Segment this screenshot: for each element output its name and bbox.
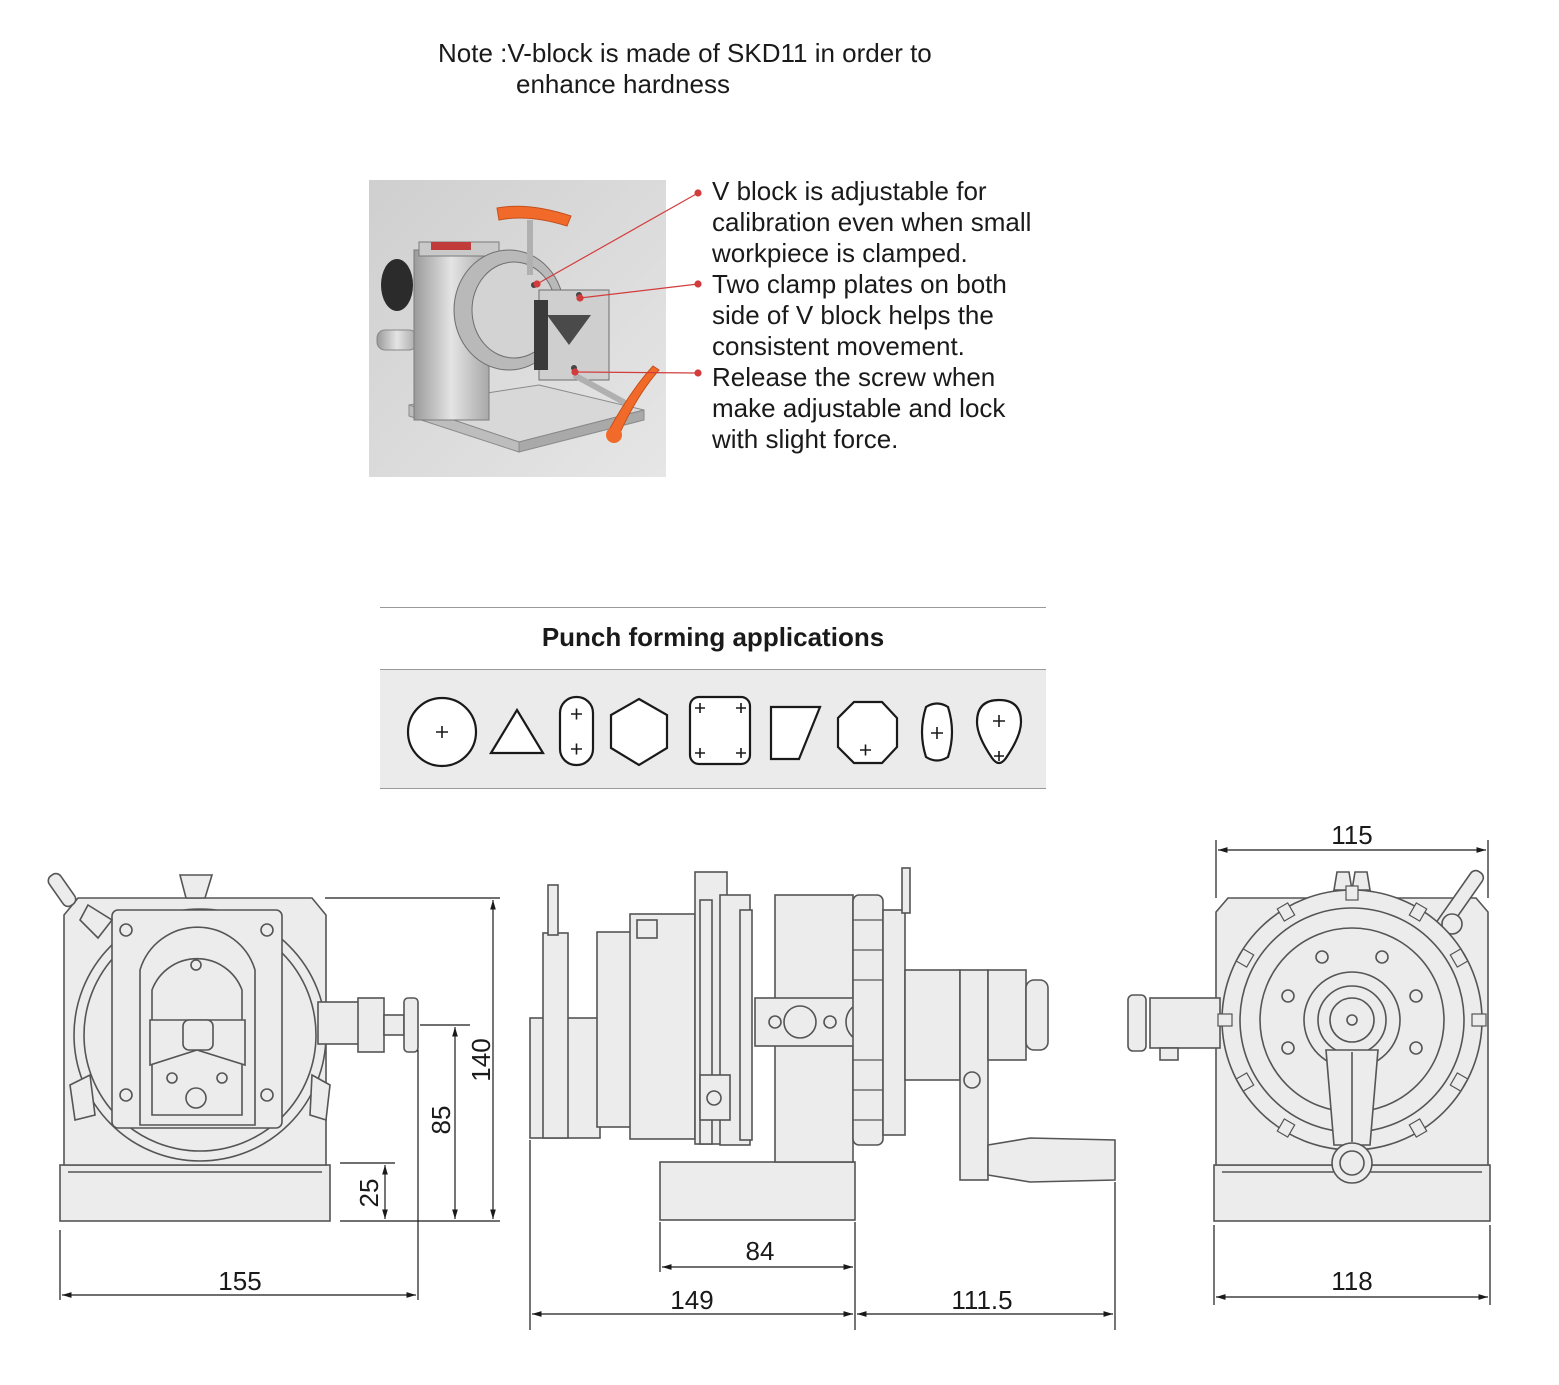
shape-triangle-icon: [489, 707, 545, 755]
dim-front-height-base: 25: [354, 1179, 384, 1208]
shape-round-icon: [406, 696, 478, 768]
shape-octagon-icon: [836, 700, 899, 765]
rear-gear-teeth: [1217, 885, 1487, 1155]
shape-rounded-square-icon: [688, 695, 752, 766]
dim-front-width: 155: [218, 1266, 261, 1296]
dim-front-height-total: 140: [466, 1038, 496, 1081]
rear-view: [1127, 869, 1491, 1222]
feature-item: Release the screw when make adjustable a…: [712, 362, 1006, 454]
dim-front-height-center: 85: [426, 1106, 456, 1135]
material-note-line-1: Note :V-block is made of SKD11 in order …: [438, 38, 932, 68]
front-view: [47, 872, 419, 1222]
punch-shapes: [406, 695, 1023, 768]
section-top-rule: [380, 607, 1046, 608]
feature-list: V block is adjustable for calibration ev…: [712, 176, 1031, 455]
punch-shapes-panel: [380, 670, 1046, 789]
section-title: Punch forming applications: [541, 622, 885, 652]
side-view-dimensions: [529, 1140, 1116, 1330]
front-view-dimensions: [59, 897, 500, 1300]
dim-rear-top-width: 115: [1331, 820, 1372, 850]
shape-teardrop-icon: [975, 698, 1023, 765]
rear-view-dimensions: [1213, 840, 1491, 1305]
dim-side-handle-reach: 111.5: [951, 1285, 1012, 1315]
material-note-line-2: enhance hardness: [516, 69, 730, 99]
shape-trapezoid-icon: [769, 705, 822, 761]
dim-rear-base-width: 118: [1331, 1266, 1372, 1296]
material-note: Note :V-block is made of SKD11 in order …: [438, 38, 932, 100]
feature-item: V block is adjustable for calibration ev…: [712, 176, 1032, 268]
shape-hexagon-icon: [609, 697, 669, 767]
side-view: [529, 867, 1116, 1221]
section-mid-rule: [380, 669, 1046, 670]
technical-drawings: 155 140 85 25: [47, 820, 1491, 1330]
dim-side-body-length: 149: [670, 1285, 713, 1315]
dim-side-base-length: 84: [746, 1236, 775, 1266]
shape-flat-round-icon: [920, 702, 954, 762]
shape-obround-icon: [558, 695, 595, 767]
feature-item: Two clamp plates on both side of V block…: [712, 269, 1007, 361]
product-photo: [369, 180, 666, 477]
